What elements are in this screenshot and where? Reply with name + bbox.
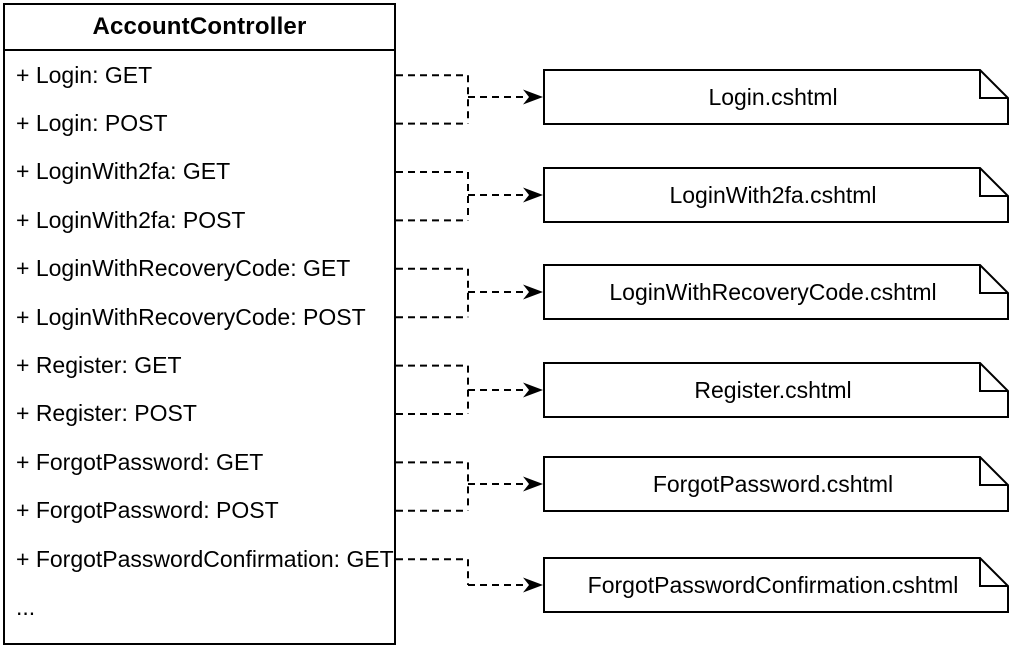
arrowhead-icon bbox=[523, 187, 543, 203]
connector-loginwithrecoverycode bbox=[396, 267, 524, 319]
connector-forgotpassword bbox=[396, 461, 524, 512]
doc-loginwith2fa: LoginWith2fa.cshtml bbox=[543, 167, 1009, 223]
method-forgotpassword-get: + ForgotPassword: GET bbox=[16, 448, 264, 475]
note-shape bbox=[543, 167, 1009, 223]
note-shape bbox=[543, 362, 1009, 418]
method-forgotpasswordconfirmation-get: + ForgotPasswordConfirmation: GET bbox=[16, 545, 394, 572]
method-list: + Login: GET + Login: POST + LoginWith2f… bbox=[5, 51, 394, 643]
note-shape bbox=[543, 456, 1009, 512]
arrowhead-icon bbox=[523, 89, 543, 105]
doc-label: Login.cshtml bbox=[708, 83, 838, 110]
more-methods-ellipsis: ... bbox=[16, 593, 36, 620]
method-register-post: + Register: POST bbox=[16, 400, 197, 427]
note-shape bbox=[543, 69, 1009, 125]
doc-label: LoginWith2fa.cshtml bbox=[669, 181, 877, 208]
doc-label: Register.cshtml bbox=[694, 376, 852, 403]
doc-login: Login.cshtml bbox=[543, 69, 1009, 125]
method-register-get: + Register: GET bbox=[16, 352, 182, 379]
connector-register bbox=[396, 364, 524, 415]
class-box-accountcontroller: AccountController + Login: GET + Login: … bbox=[3, 3, 396, 645]
note-shape bbox=[543, 264, 1009, 320]
doc-label: ForgotPasswordConfirmation.cshtml bbox=[587, 571, 959, 598]
connector-login bbox=[396, 74, 524, 125]
doc-label: LoginWithRecoveryCode.cshtml bbox=[609, 278, 937, 305]
doc-forgotpasswordconfirmation: ForgotPasswordConfirmation.cshtml bbox=[543, 557, 1009, 613]
method-login-post: + Login: POST bbox=[16, 110, 168, 137]
method-loginwithrecoverycode-post: + LoginWithRecoveryCode: POST bbox=[16, 303, 366, 330]
method-loginwithrecoverycode-get: + LoginWithRecoveryCode: GET bbox=[16, 255, 351, 282]
class-title: AccountController bbox=[5, 5, 394, 51]
arrowhead-icon bbox=[523, 382, 543, 398]
method-loginwith2fa-post: + LoginWith2fa: POST bbox=[16, 206, 246, 233]
arrowhead-icon bbox=[523, 284, 543, 300]
doc-forgotpassword: ForgotPassword.cshtml bbox=[543, 456, 1009, 512]
connector-forgotpasswordconfirmation bbox=[396, 558, 524, 586]
method-login-get: + Login: GET bbox=[16, 61, 153, 88]
note-shape bbox=[543, 557, 1009, 613]
arrowhead-icon bbox=[523, 476, 543, 492]
connector-loginwith2fa bbox=[396, 171, 524, 222]
doc-label: ForgotPassword.cshtml bbox=[652, 470, 894, 497]
method-loginwith2fa-get: + LoginWith2fa: GET bbox=[16, 158, 231, 185]
doc-loginwithrecoverycode: LoginWithRecoveryCode.cshtml bbox=[543, 264, 1009, 320]
doc-register: Register.cshtml bbox=[543, 362, 1009, 418]
method-forgotpassword-post: + ForgotPassword: POST bbox=[16, 497, 279, 524]
arrowhead-icon bbox=[523, 577, 543, 593]
